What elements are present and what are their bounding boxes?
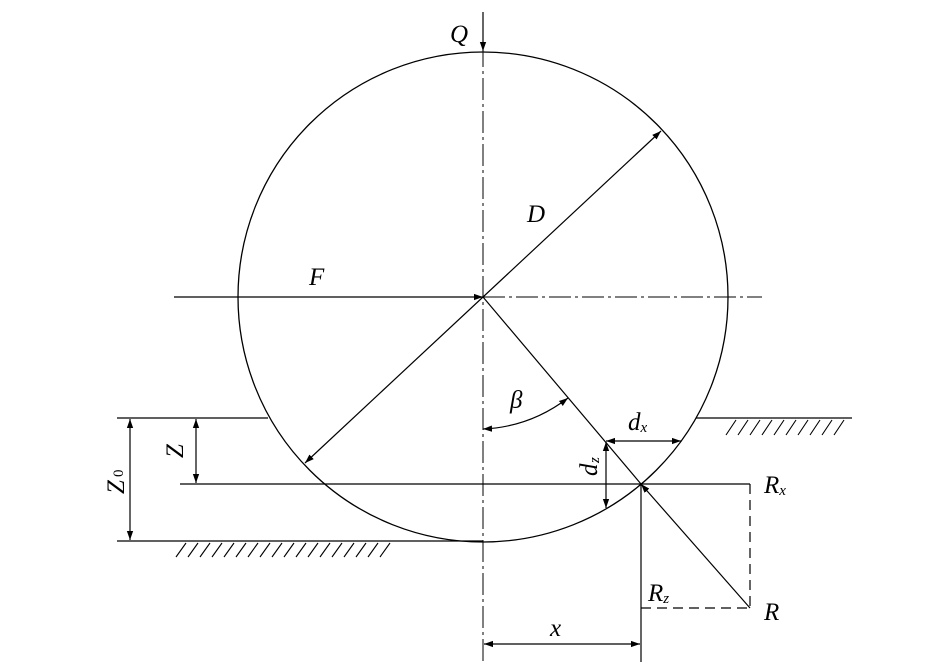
label-d: D xyxy=(526,201,545,228)
label-rz: Rz xyxy=(647,580,669,607)
svg-text:d: d xyxy=(576,463,603,476)
svg-text:0: 0 xyxy=(111,470,127,478)
label-f: F xyxy=(308,264,325,291)
resultant-r-arrow xyxy=(640,483,751,609)
label-r: R xyxy=(763,599,779,626)
label-x: x xyxy=(549,615,561,642)
contact-radius-line xyxy=(482,296,642,485)
svg-text:z: z xyxy=(587,457,603,464)
label-z: Z xyxy=(162,443,189,458)
label-z0: Z 0 xyxy=(103,470,130,495)
label-dx: dx xyxy=(628,409,648,436)
label-rx: Rx xyxy=(763,472,786,499)
ground-hatch-left xyxy=(175,542,391,558)
svg-text:Z: Z xyxy=(103,479,130,494)
beta-angle-arc xyxy=(482,397,569,432)
label-beta: β xyxy=(509,387,523,414)
label-q: Q xyxy=(450,21,468,48)
label-dz: d z xyxy=(576,457,603,476)
ground-hatch-right xyxy=(725,419,845,436)
